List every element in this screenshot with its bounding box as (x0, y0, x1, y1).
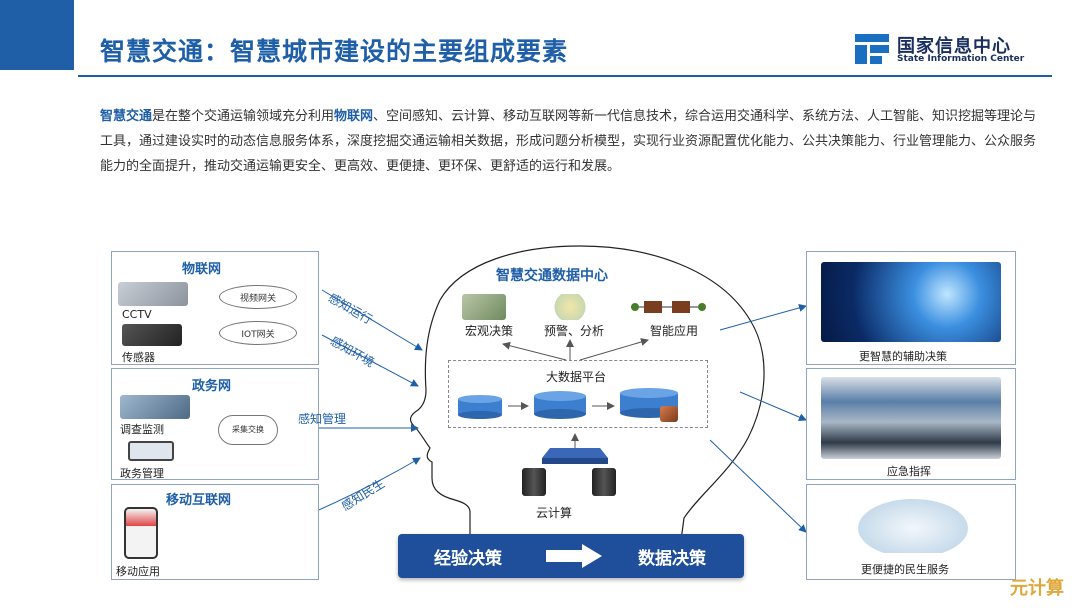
city-map-icon (462, 294, 506, 320)
logo-chinese-name: 国家信息中心 (897, 36, 1011, 57)
database-icon-2 (534, 391, 586, 419)
panel-government-title: 政务网 (192, 379, 232, 394)
video-gateway-node: 视频网关 (219, 285, 297, 309)
label-sense-management: 感知管理 (298, 412, 347, 426)
experience-decision-label: 经验决策 (434, 549, 502, 569)
admin-label: 政务管理 (120, 467, 164, 480)
panel-iot-title: 物联网 (182, 262, 222, 277)
panel-iot: 物联网 CCTV 传感器 视频网关 IOT网关 (111, 251, 319, 365)
panel-government: 政务网 调查监测 政务管理 采集交换 (111, 368, 319, 480)
exchange-label: 采集交换 (232, 425, 264, 434)
big-data-platform-box (448, 360, 708, 428)
intro-text-2: 、空间感知、云计算、移动互联网等新一代信息技术，综合运用交通科学、系统方法、人工… (100, 109, 1037, 174)
sensor-icon (122, 324, 182, 346)
warning-analysis-label: 预警、分析 (544, 324, 605, 338)
logo: 国家信息中心 State Information Center (855, 32, 1055, 70)
data-center-title: 智慧交通数据中心 (496, 268, 608, 284)
laptop-icon (128, 441, 174, 461)
label-sense-environment: 感知环境 (328, 333, 377, 370)
decision-transition-banner: 经验决策 数据决策 (398, 534, 744, 578)
survey-monitor-icon (120, 395, 190, 419)
smart-decision-label: 更智慧的辅助决策 (859, 350, 947, 363)
server-icon-2 (592, 468, 616, 496)
label-sense-livelihood: 感知民生 (339, 476, 388, 514)
cloud-computing-label: 云计算 (536, 506, 573, 520)
big-data-platform-label: 大数据平台 (546, 370, 607, 384)
smart-app-label: 智能应用 (650, 324, 699, 338)
macro-decision-label: 宏观决策 (465, 324, 514, 338)
smart-app-flow-icon (631, 301, 706, 313)
command-center-image (821, 377, 1001, 459)
keyword-iot: 物联网 (334, 109, 374, 124)
data-cube-icon (660, 406, 678, 422)
intro-paragraph: 智慧交通是在整个交通运输领域充分利用物联网、空间感知、云计算、移动互联网等新一代… (100, 104, 1040, 179)
database-icon-1 (458, 395, 502, 419)
cctv-label: CCTV (122, 308, 152, 321)
arrow-to-livelihood (709, 439, 807, 533)
city-services-image (843, 491, 983, 553)
data-decision-label: 数据决策 (638, 549, 706, 569)
smartphone-icon (124, 507, 158, 559)
keyword-smart-traffic: 智慧交通 (100, 109, 153, 124)
arrow-to-decision (719, 304, 807, 331)
corner-accent-block (0, 0, 74, 70)
panel-smart-decision: 更智慧的辅助决策 (806, 251, 1016, 365)
iot-gateway-node: IOT网关 (219, 321, 297, 345)
panel-mobile-internet: 移动互联网 移动应用 (111, 484, 319, 580)
state-info-center-logo-icon (855, 34, 889, 64)
header-divider (78, 75, 1052, 77)
sensor-label: 传感器 (122, 351, 155, 364)
right-arrow-icon (546, 544, 602, 568)
livelihood-service-label: 更便捷的民生服务 (861, 563, 949, 576)
survey-label: 调查监测 (120, 423, 164, 436)
server-icon-1 (522, 468, 546, 496)
ai-robot-image (821, 262, 1001, 342)
panel-mobile-title: 移动互联网 (166, 493, 232, 508)
intro-text-1: 是在整个交通运输领域充分利用 (152, 109, 335, 124)
arrow-to-emergency (739, 391, 807, 421)
panel-livelihood-service: 更便捷的民生服务 (806, 484, 1016, 580)
watermark: 元计算 (1010, 578, 1064, 599)
china-map-icon (548, 294, 592, 320)
mobile-app-label: 移动应用 (116, 565, 160, 578)
emergency-command-label: 应急指挥 (887, 465, 931, 478)
panel-emergency-command: 应急指挥 (806, 368, 1016, 480)
data-exchange-cloud: 采集交换 (218, 415, 278, 445)
label-sense-operation: 感知运行 (326, 290, 375, 327)
cctv-camera-icon (118, 282, 188, 306)
page-title: 智慧交通：智慧城市建设的主要组成要素 (100, 37, 569, 66)
logo-english-name: State Information Center (897, 54, 1025, 64)
network-switch-icon (542, 448, 608, 464)
